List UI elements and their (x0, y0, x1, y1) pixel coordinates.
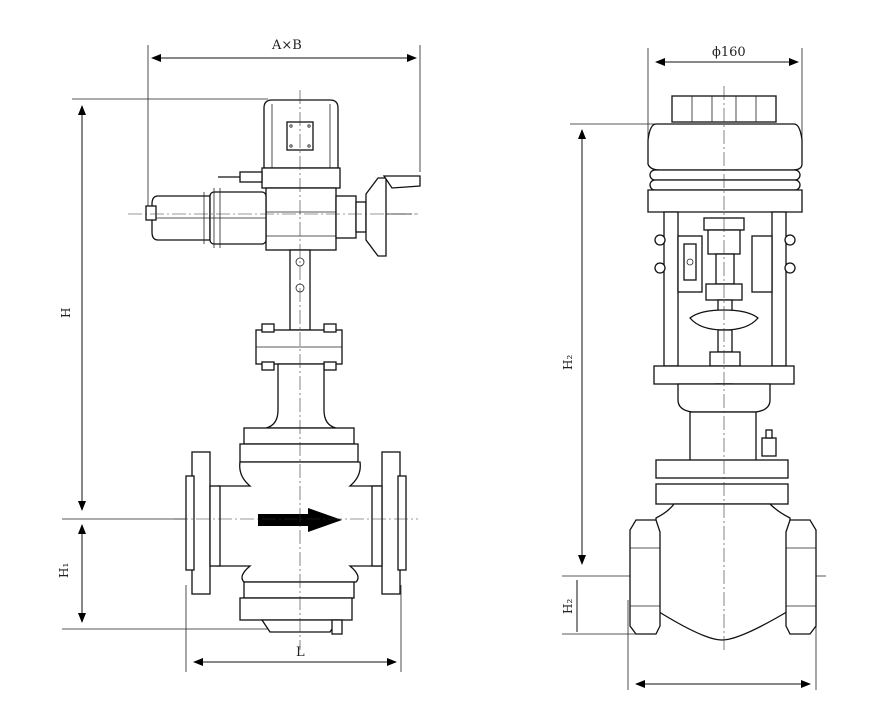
diaphragm-actuator (647, 95, 803, 213)
dimension-phi160: ϕ160 (647, 45, 803, 140)
actuator-motor (145, 188, 267, 248)
dimension-h1: H₁ (57, 518, 270, 630)
cable-gland (218, 171, 263, 183)
label-h2-total: H₂ (561, 355, 575, 370)
dimension-a-x-b: A×B (147, 38, 421, 215)
dimension-h: H (59, 98, 268, 511)
bonnet-flange (239, 427, 359, 463)
side-bonnet (655, 411, 789, 505)
label-h2-lower: H₂ (561, 599, 575, 614)
actuator-housing (261, 99, 341, 251)
dimension-l: L (185, 585, 402, 672)
label-l: L (296, 645, 305, 660)
bottom-flange (239, 581, 355, 635)
handwheel (335, 175, 421, 257)
label-h: H (59, 308, 73, 318)
label-h1: H₁ (57, 563, 71, 578)
flow-direction-arrow (258, 508, 342, 532)
side-stem (689, 217, 759, 367)
label-a-x-b: A×B (271, 38, 302, 53)
dimension-h2-total: H₂ (561, 123, 658, 565)
front-view-electric-valve: A×B H H₁ L (57, 38, 421, 672)
side-view-valve: ϕ160 H₂ H₂ (561, 45, 826, 690)
yoke-flange (255, 323, 343, 371)
label-phi160: ϕ160 (712, 45, 746, 60)
side-body (629, 503, 817, 641)
bonnet-neck (265, 363, 337, 429)
yoke-frame (654, 211, 796, 367)
centerlines-front (128, 90, 418, 650)
